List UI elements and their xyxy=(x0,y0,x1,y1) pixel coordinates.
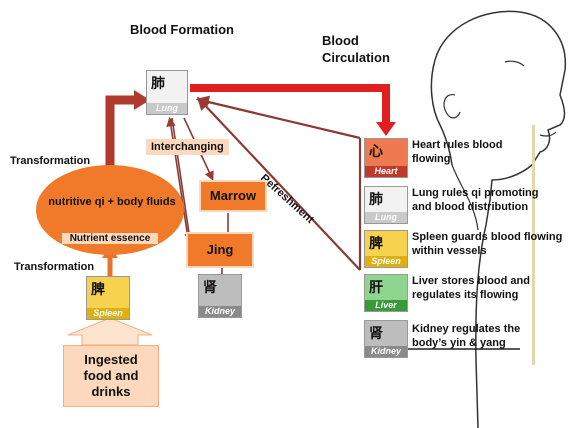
kidney-right-glyph: 肾 xyxy=(369,325,383,341)
node-nutritive: nutritive qi + body fluids xyxy=(48,196,176,208)
node-jing: Jing xyxy=(186,232,254,268)
role-kidney: Kidney regulates the body’s yin & yang xyxy=(412,323,521,349)
role-spleen: Spleen guards blood flowing within vesse… xyxy=(412,231,563,257)
label-interchanging: Interchanging xyxy=(146,139,229,155)
head-back xyxy=(430,59,453,166)
food-to-spleen-arrow xyxy=(67,317,153,346)
organ-lung: 肺 Lung xyxy=(146,70,188,115)
spleen-glyph: 脾 xyxy=(91,281,105,297)
neck-line xyxy=(451,164,479,231)
lung-glyph: 肺 xyxy=(151,75,165,91)
kidney-name: Kidney xyxy=(199,306,241,317)
role-lung: Lung rules qi promoting and blood distri… xyxy=(412,187,539,213)
organ-lung-right: 肺 Lung xyxy=(364,186,408,224)
lung-right-name: Lung xyxy=(365,212,407,223)
node-marrow: Marrow xyxy=(199,180,267,212)
role-heart: Heart rules blood flowing xyxy=(412,139,503,165)
heart-name: Heart xyxy=(365,166,407,177)
lung-right-glyph: 肺 xyxy=(369,191,383,207)
organ-kidney-right: 肾 Kidney xyxy=(364,320,408,358)
node-ingested-food: Ingested food and drinks xyxy=(63,345,159,407)
lung-to-jing-arrow xyxy=(171,117,194,244)
mouth xyxy=(539,131,557,137)
ear xyxy=(443,93,461,119)
label-transformation-top: Transformation xyxy=(10,155,91,167)
spleen-right-name: Spleen xyxy=(365,256,407,267)
kidney-glyph: 肾 xyxy=(203,279,217,295)
lung-name: Lung xyxy=(147,103,187,114)
liver-name: Liver xyxy=(365,300,407,311)
organ-spleen-right: 脾 Spleen xyxy=(364,230,408,268)
role-liver: Liver stores blood and regulates its flo… xyxy=(412,275,530,301)
organ-liver-right: 肝 Liver xyxy=(364,274,408,312)
lung-to-heart-arrow xyxy=(190,84,390,125)
label-transformation-bottom: Transformation xyxy=(14,261,95,273)
eye xyxy=(504,60,525,67)
kidney-right-name: Kidney xyxy=(365,346,407,357)
heart-glyph: 心 xyxy=(369,143,383,159)
head-silhouette xyxy=(434,10,567,428)
title-blood-circulation: Blood Circulation xyxy=(322,33,390,65)
organ-spleen: 脾 Spleen xyxy=(86,276,130,320)
body-column xyxy=(532,125,535,365)
spleen-name: Spleen xyxy=(87,308,129,319)
liver-glyph: 肝 xyxy=(369,279,383,295)
transformation-arrow-up xyxy=(105,95,138,172)
organ-heart-right: 心 Heart xyxy=(364,138,408,178)
organ-kidney: 肾 Kidney xyxy=(198,274,242,318)
node-nutrient-essence: Nutrient essence xyxy=(62,233,158,244)
spleen-right-glyph: 脾 xyxy=(369,235,383,251)
refreshment-arrow xyxy=(196,96,361,271)
title-blood-formation: Blood Formation xyxy=(130,22,234,37)
nutritive-ellipse xyxy=(36,165,184,255)
